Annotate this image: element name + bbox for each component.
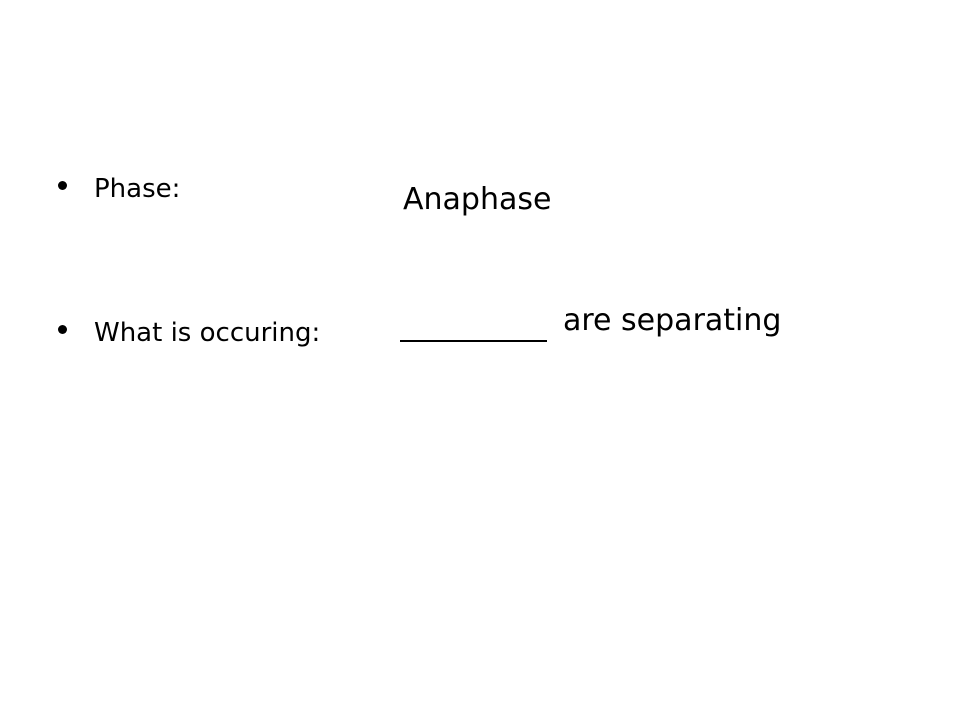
bullet-label-occurring: What is occuring: — [94, 318, 321, 348]
bullet-item-phase: Phase: — [58, 176, 180, 202]
fill-in-blank-line — [400, 340, 547, 342]
bullet-label-phase: Phase: — [94, 174, 181, 204]
answer-occurring: are separating — [563, 303, 782, 338]
bullet-dot-icon — [58, 181, 67, 190]
bullet-item-occurring: What is occuring: — [58, 320, 320, 346]
bullet-dot-icon — [58, 325, 67, 334]
answer-phase: Anaphase — [403, 182, 552, 217]
